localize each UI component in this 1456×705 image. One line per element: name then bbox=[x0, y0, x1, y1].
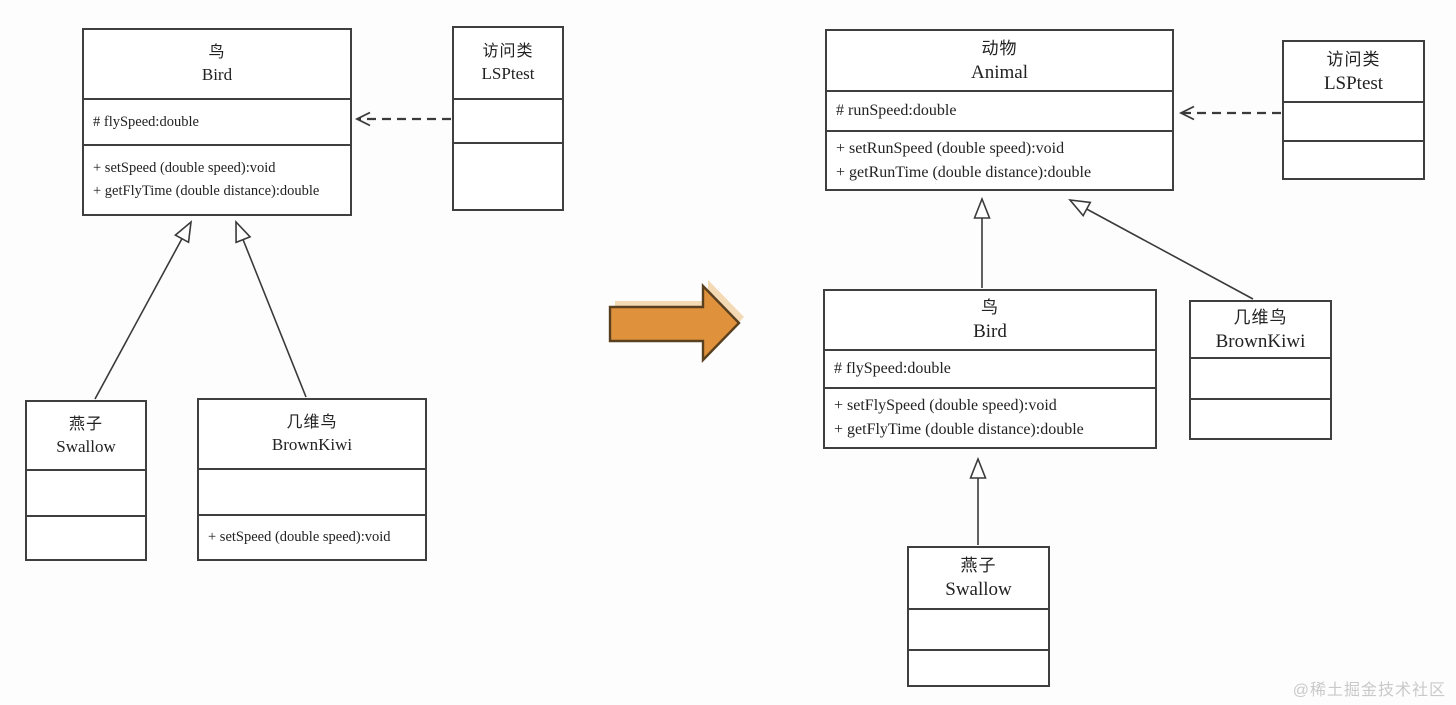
method-line: + setSpeed (double speed):void bbox=[208, 529, 391, 545]
attributes-compartment bbox=[199, 468, 425, 514]
class-name-en: LSPtest bbox=[1323, 72, 1384, 94]
class-animal-after: 动物 Animal # runSpeed:double + setRunSpee… bbox=[825, 29, 1174, 191]
class-lsptest-before: 访问类 LSPtest bbox=[452, 26, 564, 211]
class-name-en: BrownKiwi bbox=[1215, 330, 1306, 352]
method-line: + getFlyTime (double distance):double bbox=[834, 421, 1084, 438]
inheritance-arrow-brownkiwi-to-animal-after bbox=[1070, 200, 1254, 300]
class-bird-before: 鸟 Bird # flySpeed:double + setSpeed (dou… bbox=[82, 28, 352, 216]
method-line: + getFlyTime (double distance):double bbox=[93, 183, 320, 199]
methods-compartment bbox=[909, 649, 1048, 685]
class-title: 几维鸟 BrownKiwi bbox=[199, 400, 425, 468]
methods-compartment bbox=[1284, 140, 1423, 178]
attributes-compartment: # flySpeed:double bbox=[825, 349, 1155, 387]
attribute-line: # flySpeed:double bbox=[93, 113, 199, 130]
methods-compartment bbox=[27, 515, 145, 559]
class-name-cn: 鸟 bbox=[981, 298, 999, 317]
methods-compartment bbox=[1191, 398, 1330, 438]
class-title: 鸟 Bird bbox=[84, 30, 350, 98]
watermark-juejin: @稀土掘金技术社区 bbox=[1292, 682, 1446, 699]
transformation-arrow bbox=[608, 280, 744, 363]
methods-compartment: + setSpeed (double speed):void bbox=[199, 514, 425, 559]
attributes-compartment bbox=[1191, 357, 1330, 398]
method-line: + getRunTime (double distance):double bbox=[836, 163, 1092, 181]
method-line: + setFlySpeed (double speed):void bbox=[834, 397, 1057, 414]
class-name-en: Bird bbox=[973, 321, 1007, 342]
class-name-cn: 访问类 bbox=[1326, 49, 1381, 69]
methods-compartment: + setSpeed (double speed):void + getFlyT… bbox=[84, 144, 350, 214]
class-title: 几维鸟 BrownKiwi bbox=[1191, 302, 1330, 357]
class-bird-after: 鸟 Bird # flySpeed:double + setFlySpeed (… bbox=[823, 289, 1157, 449]
class-name-en: Swallow bbox=[945, 579, 1012, 600]
class-name-en: Bird bbox=[201, 65, 233, 84]
class-brownkiwi-after: 几维鸟 BrownKiwi bbox=[1189, 300, 1332, 440]
class-name-en: Animal bbox=[971, 61, 1028, 83]
class-name-en: Swallow bbox=[56, 436, 116, 456]
class-title: 燕子 Swallow bbox=[27, 402, 145, 469]
class-name-cn: 燕子 bbox=[960, 556, 997, 575]
transformation-arrow-body bbox=[608, 283, 741, 363]
attribute-line: # runSpeed:double bbox=[836, 102, 957, 119]
class-brownkiwi-before: 几维鸟 BrownKiwi + setSpeed (double speed):… bbox=[197, 398, 427, 561]
class-name-cn: 访问类 bbox=[482, 43, 534, 60]
transformation-arrow-shadow bbox=[615, 280, 744, 354]
class-name-cn: 几维鸟 bbox=[286, 414, 338, 431]
attribute-line: # flySpeed:double bbox=[834, 360, 951, 377]
class-lsptest-after: 访问类 LSPtest bbox=[1282, 40, 1425, 180]
methods-compartment: + setFlySpeed (double speed):void + getF… bbox=[825, 387, 1155, 447]
class-title: 燕子 Swallow bbox=[909, 548, 1048, 608]
methods-compartment bbox=[454, 142, 562, 209]
attributes-compartment: # runSpeed:double bbox=[827, 90, 1172, 130]
class-title: 访问类 LSPtest bbox=[454, 28, 562, 98]
class-name-en: LSPtest bbox=[481, 64, 535, 83]
inheritance-arrow-brownkiwi-to-bird-before bbox=[236, 222, 307, 398]
method-line: + setRunSpeed (double speed):void bbox=[836, 139, 1065, 157]
class-name-cn: 几维鸟 bbox=[1233, 307, 1288, 327]
method-line: + setSpeed (double speed):void bbox=[93, 160, 276, 176]
class-title: 鸟 Bird bbox=[825, 291, 1155, 349]
class-swallow-before: 燕子 Swallow bbox=[25, 400, 147, 561]
class-name-cn: 鸟 bbox=[208, 44, 226, 61]
attributes-compartment bbox=[1284, 101, 1423, 140]
attributes-compartment bbox=[27, 469, 145, 515]
methods-compartment: + setRunSpeed (double speed):void + getR… bbox=[827, 130, 1172, 189]
inheritance-arrow-swallow-to-bird-before bbox=[94, 222, 191, 400]
class-name-en: BrownKiwi bbox=[271, 435, 353, 454]
class-title: 访问类 LSPtest bbox=[1284, 42, 1423, 101]
attributes-compartment: # flySpeed:double bbox=[84, 98, 350, 144]
class-title: 动物 Animal bbox=[827, 31, 1172, 90]
attributes-compartment bbox=[454, 98, 562, 142]
class-name-cn: 燕子 bbox=[68, 415, 103, 433]
class-name-cn: 动物 bbox=[981, 38, 1018, 58]
attributes-compartment bbox=[909, 608, 1048, 649]
class-swallow-after: 燕子 Swallow bbox=[907, 546, 1050, 687]
